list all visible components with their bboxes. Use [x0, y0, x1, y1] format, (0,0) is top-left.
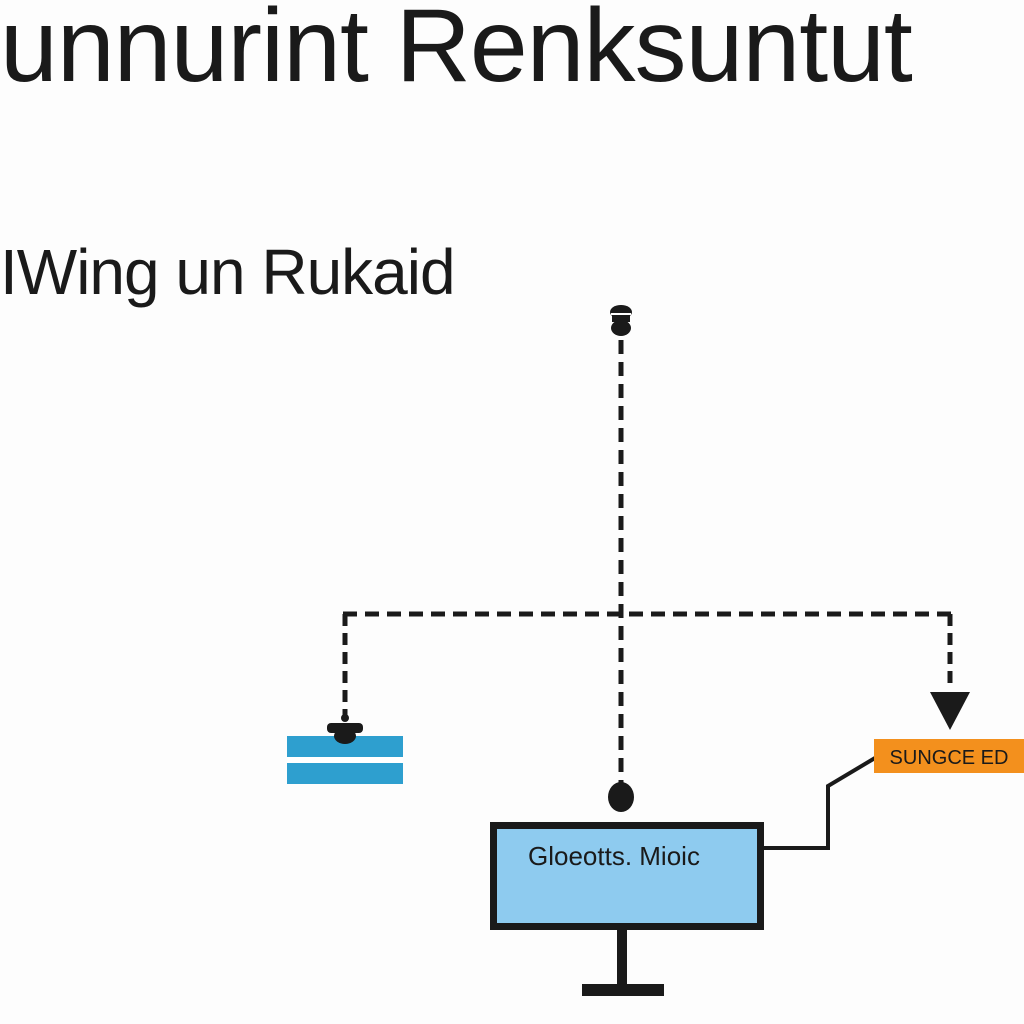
- left-connector-icon: [327, 714, 363, 744]
- top-connector-icon: [610, 305, 632, 336]
- monitor-to-box-cable: [764, 756, 877, 850]
- monitor-connector-icon: [608, 782, 634, 812]
- page-title: unnurint Renksuntut: [0, 0, 913, 104]
- right-arrow-icon: [930, 692, 970, 730]
- orange-box-label: SUNGCE ED: [890, 747, 1009, 769]
- monitor-icon: [490, 822, 764, 996]
- orange-box: [874, 739, 1024, 773]
- monitor-label: Gloeotts. Mioic: [528, 841, 700, 871]
- page-subtitle: IWing un Rukaid: [0, 236, 456, 308]
